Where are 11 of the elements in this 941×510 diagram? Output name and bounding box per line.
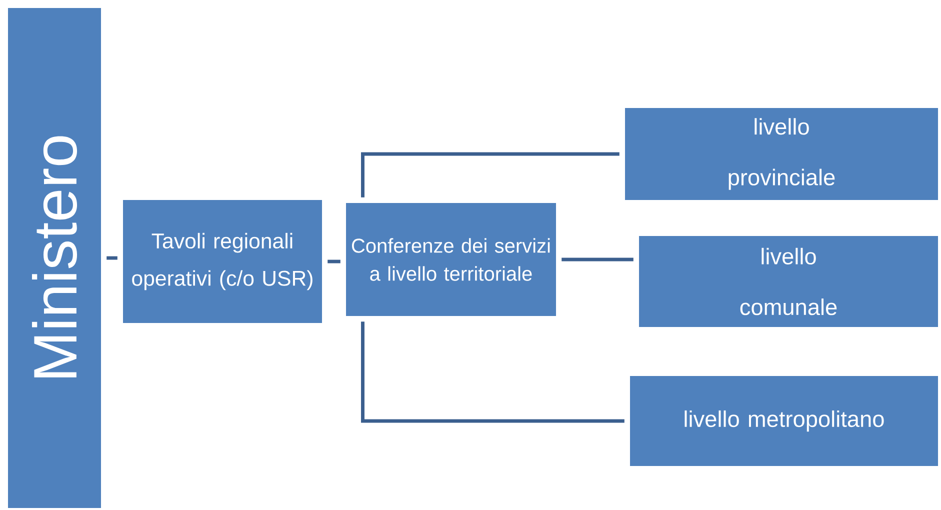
ministry-box: Ministero xyxy=(8,8,101,508)
level-box: livello metropolitano xyxy=(630,376,938,466)
connector-line xyxy=(562,258,634,262)
connector-line xyxy=(361,322,624,423)
connector-line xyxy=(106,256,118,260)
process-box: Tavoli regionali operativi (c/o USR) xyxy=(123,200,322,323)
connector-line xyxy=(328,260,340,264)
connector-line xyxy=(361,152,620,198)
process-box: Conferenze dei servizi a livello territoriale xyxy=(346,203,556,316)
level-box: livello provinciale xyxy=(625,108,938,200)
level-box: livello comunale xyxy=(639,236,938,327)
